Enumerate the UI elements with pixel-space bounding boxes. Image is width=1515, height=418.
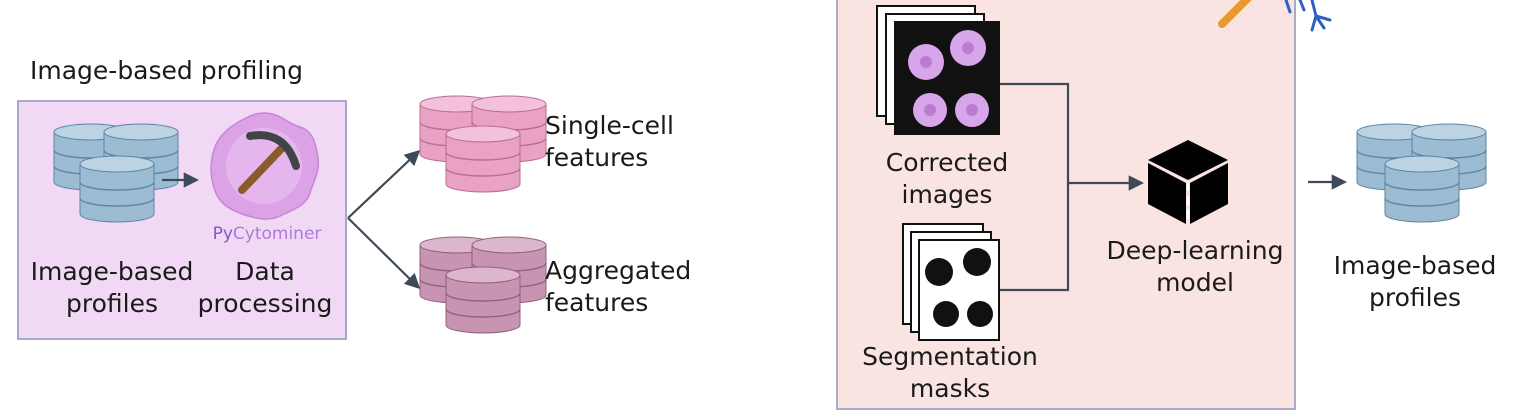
model-cube-icon bbox=[1148, 140, 1228, 224]
input-database-icon bbox=[53, 123, 179, 223]
label-line: Deep-learning bbox=[1106, 236, 1284, 265]
label-line: Data bbox=[235, 257, 295, 286]
segmentation-masks-label: Segmentation masks bbox=[850, 341, 1050, 405]
label-line: Aggregated bbox=[545, 256, 692, 285]
single-cell-database-icon bbox=[419, 95, 547, 193]
label-line: Image-based bbox=[30, 257, 194, 286]
section-title: Image-based profiling bbox=[30, 56, 303, 85]
arrow-to-single-cell bbox=[347, 149, 421, 219]
neuron-icon bbox=[1284, 0, 1332, 32]
tool-name-suffix: Cytominer bbox=[232, 224, 322, 244]
segmentation-masks-icon bbox=[902, 223, 1000, 341]
brush-icon bbox=[1218, 0, 1252, 28]
label-line: profiles bbox=[1369, 283, 1461, 312]
label-line: Segmentation bbox=[862, 342, 1038, 371]
label-line: features bbox=[545, 288, 649, 317]
label-line: Corrected bbox=[885, 148, 1009, 177]
label-line: model bbox=[1156, 268, 1234, 297]
input-profiles-label: Image-based profiles bbox=[22, 256, 202, 320]
deep-learning-model-label: Deep-learning model bbox=[1095, 235, 1295, 299]
pickaxe-icon bbox=[238, 131, 300, 194]
corrected-images-label: Corrected images bbox=[862, 147, 1032, 211]
label-line: Single-cell bbox=[545, 111, 674, 140]
output-database-icon bbox=[1356, 123, 1487, 223]
output-profiles-label: Image-based profiles bbox=[1315, 250, 1515, 314]
corrected-images-icon bbox=[876, 5, 1000, 135]
label-line: profiles bbox=[66, 289, 158, 318]
merge-connector bbox=[1000, 82, 1070, 292]
aggregated-features-label: Aggregated features bbox=[545, 255, 691, 319]
label-line: Image-based bbox=[1333, 251, 1497, 280]
data-processing-label: Data processing bbox=[190, 256, 340, 320]
label-line: processing bbox=[197, 289, 333, 318]
pycytominer-label: PyCytominer bbox=[202, 224, 332, 244]
aggregated-database-icon bbox=[419, 236, 547, 334]
label-line: images bbox=[901, 180, 993, 209]
label-line: masks bbox=[909, 374, 991, 403]
label-line: features bbox=[545, 143, 649, 172]
single-cell-features-label: Single-cell features bbox=[545, 110, 674, 174]
tool-name-prefix: Py bbox=[212, 224, 233, 244]
arrow-to-aggregated bbox=[347, 217, 421, 290]
